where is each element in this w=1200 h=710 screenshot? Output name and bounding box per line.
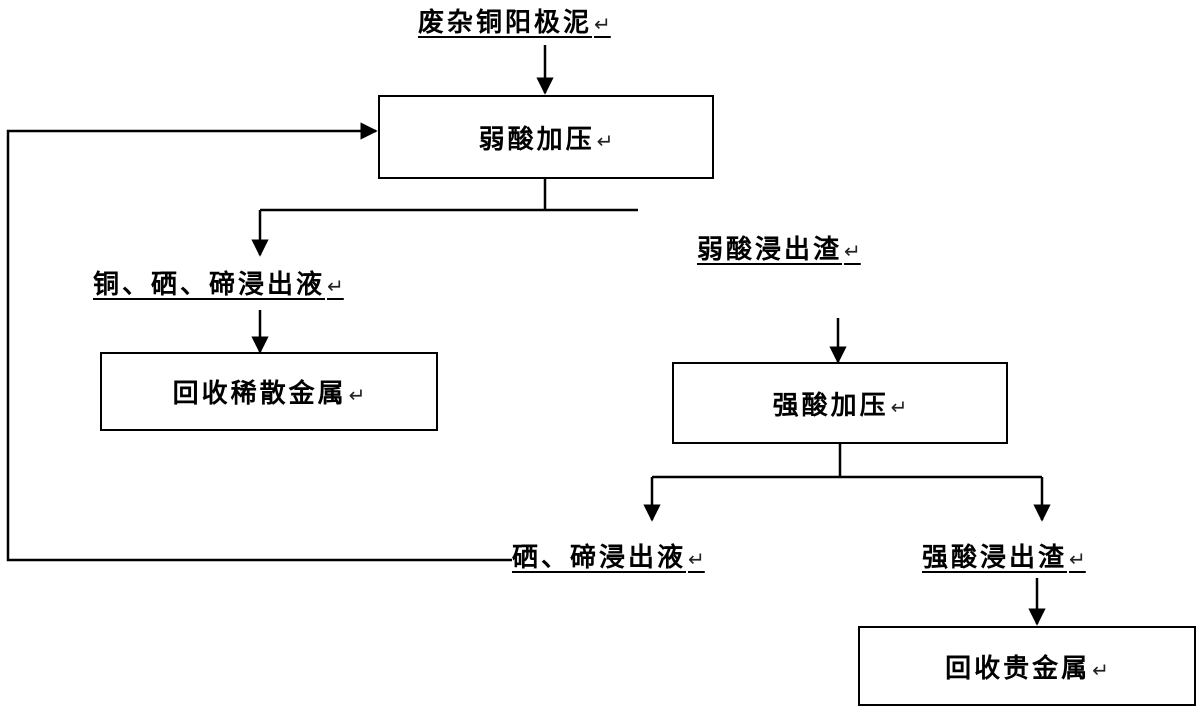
recover-rare-metals-box: 回收稀散金属↵ xyxy=(100,352,438,431)
weak-acid-residue-label: 弱酸浸出渣↵ xyxy=(697,235,861,265)
recover-precious-metals-box: 回收贵金属↵ xyxy=(858,626,1196,706)
recover-rare-metals-label: 回收稀散金属 xyxy=(172,379,347,409)
raw-material-label: 废杂铜阳极泥↵ xyxy=(418,8,611,38)
recover-precious-metals-label: 回收贵金属 xyxy=(945,653,1091,684)
weak-acid-pressure-label: 弱酸加压 xyxy=(478,124,595,155)
cu-se-te-leachate-label: 铜、硒、碲浸出液↵ xyxy=(93,270,344,300)
recycle-loop-connector xyxy=(6,122,512,562)
strong-acid-pressure-label: 强酸加压 xyxy=(772,390,889,421)
se-te-leachate-label: 硒、碲浸出液↵ xyxy=(512,543,705,573)
strong-acid-pressure-box: 强酸加压↵ xyxy=(672,362,1008,444)
weak-acid-pressure-box: 弱酸加压↵ xyxy=(378,95,714,179)
strong-acid-residue-label: 强酸浸出渣↵ xyxy=(922,543,1086,573)
